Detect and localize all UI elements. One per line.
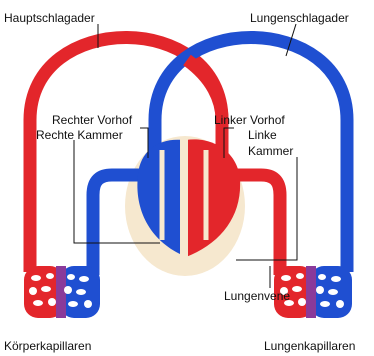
label-left-atrium: Linker Vorhof: [214, 113, 285, 127]
label-body-capillaries: Körperkapillaren: [4, 339, 91, 353]
label-right-atrium: Rechter Vorhof: [52, 113, 133, 127]
label-right-ventricle: Rechte Kammer: [36, 128, 123, 142]
label-left-ventricle-line2: Kammer: [248, 144, 293, 158]
label-lung-capillaries: Lungenkapillaren: [264, 339, 355, 353]
label-pulmonary-vein: Lungenvene: [224, 289, 290, 303]
label-left-ventricle-line1: Linke: [248, 128, 277, 142]
body-capillary-bed: [24, 266, 100, 318]
label-pulmonary-artery: Lungenschlagader: [250, 11, 349, 25]
label-aorta: Hauptschlagader: [4, 11, 95, 25]
